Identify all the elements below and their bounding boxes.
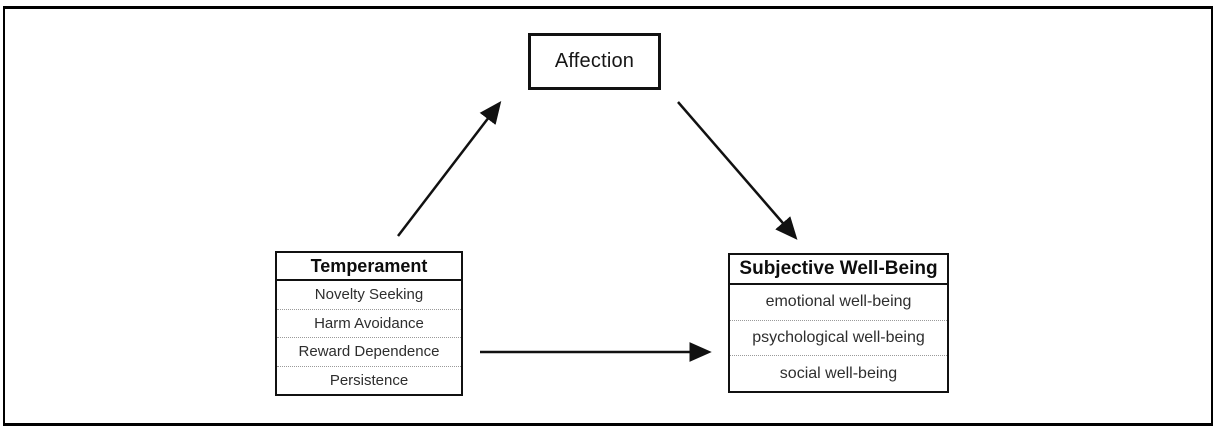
outcome-row-social-well-being: social well-being xyxy=(730,355,947,391)
predictor-box-header: Temperament xyxy=(277,253,461,281)
outcome-row-emotional-well-being: emotional well-being xyxy=(765,293,912,311)
mediator-box-label: Affection xyxy=(554,50,635,72)
predictor-row-novelty-seeking: Novelty Seeking xyxy=(314,286,424,304)
predictor-box-temperament: Temperament Novelty Seeking Harm Avoidan… xyxy=(275,251,463,396)
outcome-box-header: Subjective Well-Being xyxy=(730,255,947,285)
predictor-row-reward-dependence: Reward Dependence xyxy=(277,337,461,366)
predictor-row-harm-avoidance: Harm Avoidance xyxy=(277,308,461,338)
outcome-box-subjective-well-being: Subjective Well-Being emotional well-bei… xyxy=(728,253,949,393)
predictor-row-persistence: Persistence xyxy=(277,365,461,395)
mediator-box-affection: Affection xyxy=(528,33,661,90)
outcome-row-psychological-well-being: psychological well-being xyxy=(730,319,947,356)
